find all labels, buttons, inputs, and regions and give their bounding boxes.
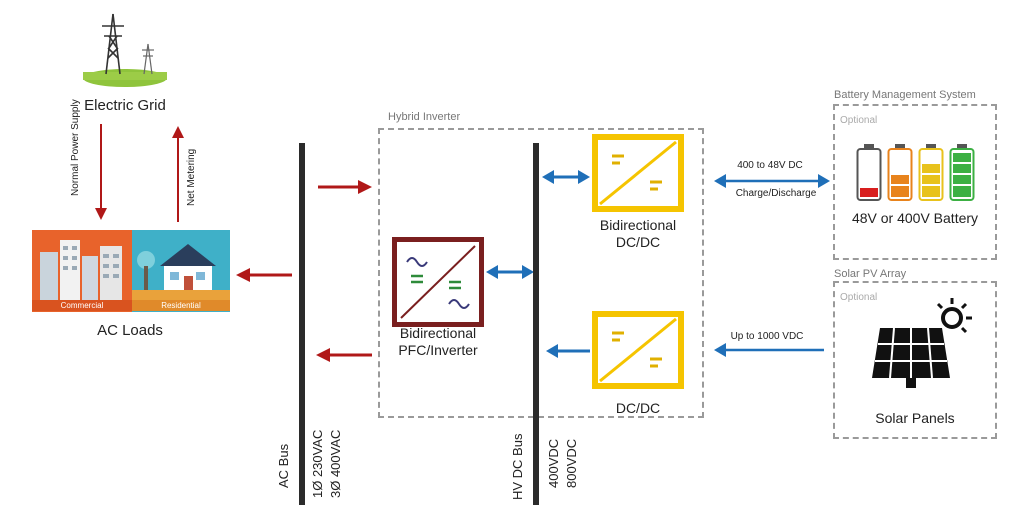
dcdc-box <box>592 311 684 389</box>
solar-title: Solar PV Array <box>834 268 907 280</box>
bms-optional: Optional <box>840 115 878 126</box>
electric-grid <box>80 8 170 88</box>
residential-panel: Residential <box>132 230 230 312</box>
ac-bus-label: AC Bus <box>276 443 291 488</box>
grid-tower-icon <box>83 13 167 87</box>
dcdc-label: DC/DC <box>615 400 661 416</box>
solar-panel-icon <box>872 298 972 388</box>
net-metering-arrow <box>172 126 184 222</box>
residential-label: Residential <box>132 300 230 311</box>
grid-label: Electric Grid <box>84 97 166 114</box>
battery-link-top-label: 400 to 48V DC <box>737 160 803 171</box>
battery-level-2-icon <box>887 144 913 201</box>
pfc-inverter-box <box>392 237 484 327</box>
commercial-panel: Commercial <box>32 230 132 312</box>
hv-dc-bus-label: HV DC Bus <box>510 433 525 500</box>
dcbus-bidcdc-arrow <box>542 170 590 184</box>
bus-to-inverter-arrow <box>318 180 372 194</box>
normal-supply-label: Normal Power Supply <box>70 99 81 196</box>
battery-level-4-icon <box>949 144 975 201</box>
solar-frame <box>833 281 997 439</box>
battery-level-3-icon <box>918 144 944 201</box>
net-metering-label: Net Metering <box>186 148 197 206</box>
hybrid-inverter-frame <box>378 128 704 418</box>
commercial-label: Commercial <box>32 300 132 311</box>
ac-loads-image: Commercial Residential <box>32 230 230 312</box>
battery-label: 48V or 400V Battery <box>851 210 979 226</box>
hybrid-inverter-title: Hybrid Inverter <box>388 111 461 123</box>
bidirectional-dcdc-label-2: DC/DC <box>615 234 661 250</box>
bms-title: Battery Management System <box>834 89 976 101</box>
ac-dc-converter-icon <box>400 245 476 319</box>
ac-bus-spec-1: 1Ø 230VAC <box>310 429 325 498</box>
dcdc-to-bus-arrow <box>546 344 590 358</box>
house-icon <box>132 244 230 300</box>
solar-link-arrow <box>714 343 824 357</box>
battery-link-bottom-label: Charge/Discharge <box>735 188 817 199</box>
ac-to-loads-arrow <box>236 268 292 282</box>
dc-bus-spec-1: 400VDC <box>546 438 561 488</box>
solar-optional: Optional <box>840 292 878 303</box>
ac-bus-spec-2: 3Ø 400VAC <box>328 429 343 498</box>
bms-frame <box>833 104 997 260</box>
solar-link-label: Up to 1000 VDC <box>730 331 804 342</box>
battery-link-arrow <box>714 174 830 188</box>
inverter-to-bus-arrow <box>316 348 372 362</box>
battery-level-1-icon <box>856 144 882 201</box>
buildings-icon <box>40 240 122 300</box>
bidirectional-dcdc-box <box>592 134 684 212</box>
bidirectional-dcdc-label-1: Bidirectional <box>599 217 677 233</box>
pfc-dcbus-arrow <box>486 265 534 279</box>
dc-dc-converter-icon <box>599 140 677 206</box>
pfc-label-1: Bidirectional <box>399 325 477 341</box>
normal-supply-arrow <box>95 124 107 220</box>
dc-dc-converter-icon-2 <box>599 317 677 383</box>
ac-loads-label: AC Loads <box>97 322 163 339</box>
solar-label: Solar Panels <box>875 410 955 426</box>
battery-icons <box>856 144 976 204</box>
dc-bus-spec-2: 800VDC <box>564 438 579 488</box>
pfc-label-2: PFC/Inverter <box>398 342 478 358</box>
hv-dc-bus-bar <box>533 143 539 505</box>
ac-bus-bar <box>299 143 305 505</box>
